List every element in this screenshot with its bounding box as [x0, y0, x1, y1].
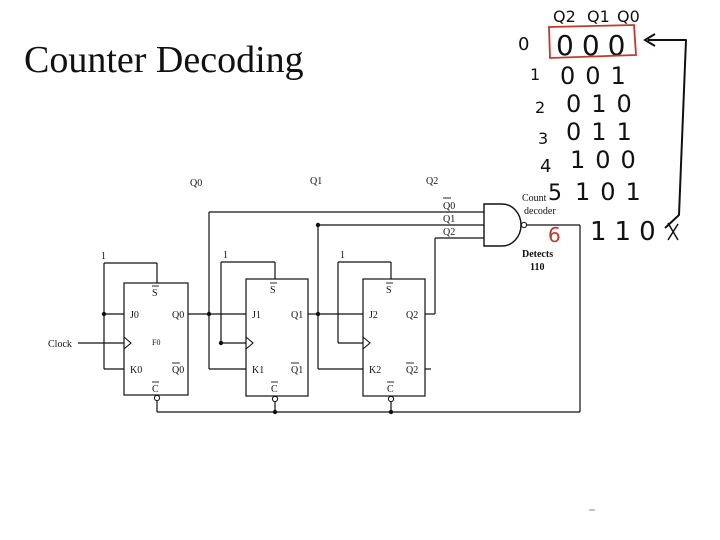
hand-header-q1: Q1: [587, 7, 610, 26]
reset-loop-arrow: [648, 39, 687, 229]
ff0-k: K0: [130, 365, 142, 376]
ff0-j: J0: [130, 310, 139, 321]
gate-input-q0: Q0: [443, 201, 455, 212]
ff1-c: C: [271, 384, 278, 395]
ff1-j: J1: [252, 310, 261, 321]
handwritten-annotations: Q2 Q1 Q0 0 000 1 001 2 010 3 011 4 100 5…: [518, 7, 687, 511]
label-q0-top: Q0: [190, 178, 202, 189]
ff0-q: Q0: [172, 310, 184, 321]
hand-row-5-bits: 101: [575, 178, 651, 206]
overbars: [152, 197, 451, 383]
ff1-qbar: Q1: [291, 365, 303, 376]
row-6-cross: [667, 222, 679, 241]
hand-row-4-bits: 100: [570, 146, 646, 174]
slide-title: Counter Decoding: [24, 39, 304, 81]
hand-row-3-index: 3: [538, 129, 548, 148]
ff1-q: Q1: [291, 310, 303, 321]
inversion-bubbles: [153, 221, 528, 403]
row-0-highlight: [548, 24, 637, 59]
label-q2-top: Q2: [426, 176, 438, 187]
hand-row-1-index: 1: [530, 65, 540, 84]
ff2-s: S: [386, 285, 392, 296]
gate-input-q2: Q2: [443, 227, 455, 238]
hand-row-4-index: 4: [540, 156, 551, 177]
junction-dots: [101, 222, 394, 415]
flipflop-0-body: [123, 282, 189, 396]
label-one-0: 1: [101, 251, 106, 262]
ff2-qbar: Q2: [406, 365, 418, 376]
ff2-q: Q2: [406, 310, 418, 321]
label-clock: Clock: [48, 339, 72, 350]
circuit-wires: [78, 211, 581, 413]
hand-row-6-bits: 110: [590, 217, 664, 247]
ff1-s: S: [270, 285, 276, 296]
ff2-j: J2: [369, 310, 378, 321]
hand-row-6-index: 6: [548, 223, 561, 247]
clock-inputs: [123, 336, 371, 350]
hand-row-2-bits: 010: [566, 90, 642, 118]
detects-value: 110: [530, 262, 544, 273]
label-one-1: 1: [223, 250, 228, 261]
detects-label: Detects: [522, 249, 553, 260]
ff0-c: C: [152, 384, 159, 395]
hand-row-3-bits: 011: [566, 118, 642, 146]
ff0-clk: F0: [152, 338, 160, 347]
and-gate: [483, 203, 522, 247]
label-one-2: 1: [340, 250, 345, 261]
hand-header-q0: Q0: [617, 7, 640, 26]
hand-row-1-bits: 001: [560, 62, 636, 90]
hand-row-0-index: 0: [518, 34, 529, 55]
decoder-label-count: Count: [522, 193, 547, 204]
ff2-k: K2: [369, 365, 381, 376]
gate-input-q1: Q1: [443, 214, 455, 225]
label-q1-top: Q1: [310, 176, 322, 187]
ff2-c: C: [387, 384, 394, 395]
decoder-label-decoder: decoder: [524, 206, 556, 217]
hand-row-2-index: 2: [535, 98, 545, 117]
ff1-k: K1: [252, 365, 264, 376]
reset-arrowhead: [643, 33, 656, 47]
hand-header-q2: Q2: [553, 7, 576, 26]
flipflop-1-body: [245, 278, 309, 397]
ff0-qbar: Q0: [172, 365, 184, 376]
flipflop-2-body: [362, 278, 426, 397]
hand-row-5-index: 5: [548, 181, 562, 206]
ff0-s: S: [152, 288, 158, 299]
